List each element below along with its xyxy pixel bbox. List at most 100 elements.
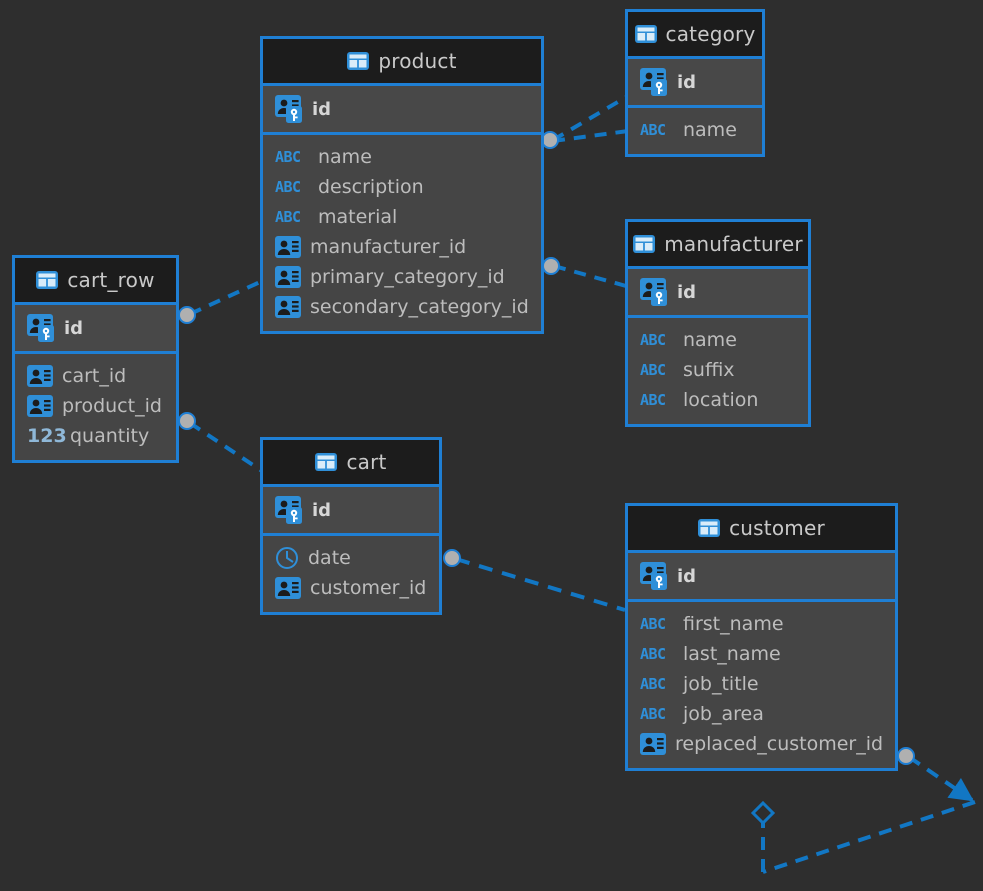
column-label: cart_id	[62, 365, 127, 387]
primary-key-section: id	[628, 553, 895, 602]
table-node-cart[interactable]: cart id dat	[260, 437, 442, 615]
primary-key-icon	[640, 278, 667, 306]
column-label: last_name	[683, 643, 781, 665]
table-title: product	[378, 49, 457, 73]
column-row-job_area[interactable]: ABC job_area	[628, 699, 895, 729]
edge-product-category-primary	[551, 94, 630, 142]
edge-product-category-secondary	[552, 129, 629, 143]
column-row-quantity[interactable]: 123 quantity	[15, 421, 176, 451]
table-title: category	[665, 22, 756, 46]
diamond-marker-customer-self	[750, 800, 776, 826]
column-row-last_name[interactable]: ABC last_name	[628, 639, 895, 669]
abc-icon: ABC	[640, 361, 666, 379]
column-row-id[interactable]: id	[15, 313, 176, 343]
column-row-name[interactable]: ABC name	[263, 142, 541, 172]
foreign-key-icon	[275, 266, 301, 288]
column-label: job_title	[683, 673, 759, 695]
table-icon	[36, 271, 59, 289]
foreign-key-icon	[27, 365, 53, 387]
column-row-location[interactable]: ABC location	[628, 385, 808, 415]
column-row-date[interactable]: date	[263, 543, 439, 573]
anchor-customer-right[interactable]	[897, 747, 915, 765]
abc-icon: ABC	[640, 705, 666, 723]
column-row-material[interactable]: ABC material	[263, 202, 541, 232]
edge-product-manufacturer	[553, 264, 627, 288]
primary-key-icon	[640, 68, 667, 96]
column-label: location	[683, 389, 759, 411]
table-header-customer[interactable]: customer	[628, 506, 895, 553]
column-row-manufacturer_id[interactable]: manufacturer_id	[263, 232, 541, 262]
table-icon	[634, 25, 657, 43]
column-row-id[interactable]: id	[628, 277, 808, 307]
primary-key-icon	[275, 496, 302, 524]
column-label: id	[677, 565, 697, 587]
column-row-id[interactable]: id	[263, 94, 541, 124]
column-label: suffix	[683, 359, 735, 381]
table-header-cart_row[interactable]: cart_row	[15, 258, 176, 305]
column-row-description[interactable]: ABC description	[263, 172, 541, 202]
foreign-key-icon	[275, 577, 301, 599]
column-row-suffix[interactable]: ABC suffix	[628, 355, 808, 385]
column-row-secondary_category_id[interactable]: secondary_category_id	[263, 292, 541, 322]
clock-icon	[276, 547, 298, 569]
primary-key-icon	[640, 562, 667, 590]
abc-icon: ABC	[640, 675, 666, 693]
anchor-cartrow-right-bottom[interactable]	[178, 412, 196, 430]
abc-icon: ABC	[640, 391, 666, 409]
columns-section: ABC first_name ABC last_name ABC job_tit…	[628, 602, 895, 768]
edge-customer-self-return	[762, 800, 976, 874]
column-label: id	[677, 71, 697, 93]
anchor-cartrow-right-top[interactable]	[178, 306, 196, 324]
column-label: name	[318, 146, 372, 168]
column-label: material	[318, 206, 398, 228]
column-row-first_name[interactable]: ABC first_name	[628, 609, 895, 639]
column-row-replaced_customer_id[interactable]: replaced_customer_id	[628, 729, 895, 759]
table-node-category[interactable]: category id ABC name	[625, 9, 765, 157]
column-row-name[interactable]: ABC name	[628, 325, 808, 355]
column-label: id	[64, 317, 84, 339]
primary-key-icon	[27, 314, 54, 342]
number-icon: 123	[27, 425, 67, 447]
anchor-product-right-mid[interactable]	[542, 257, 560, 275]
anchor-cart-right[interactable]	[443, 549, 461, 567]
table-node-product[interactable]: product id ABC name	[260, 36, 544, 334]
table-title: cart	[346, 450, 387, 474]
columns-section: ABC name ABC description ABC material	[263, 135, 541, 331]
primary-key-section: id	[628, 59, 762, 108]
primary-key-section: id	[263, 487, 439, 536]
table-header-cart[interactable]: cart	[263, 440, 439, 487]
column-row-product_id[interactable]: product_id	[15, 391, 176, 421]
column-row-name[interactable]: ABC name	[628, 115, 762, 145]
table-header-product[interactable]: product	[263, 39, 541, 86]
table-header-manufacturer[interactable]: manufacturer	[628, 222, 808, 269]
column-label: name	[683, 329, 737, 351]
column-row-primary_category_id[interactable]: primary_category_id	[263, 262, 541, 292]
abc-icon: ABC	[640, 121, 666, 139]
foreign-key-icon	[275, 236, 301, 258]
column-row-id[interactable]: id	[628, 67, 762, 97]
table-node-manufacturer[interactable]: manufacturer id ABC name	[625, 219, 811, 427]
column-row-cart_id[interactable]: cart_id	[15, 361, 176, 391]
edge-cartrow-cart	[188, 421, 264, 473]
table-icon	[633, 235, 656, 253]
column-label: customer_id	[310, 577, 427, 599]
column-label: id	[312, 98, 332, 120]
column-row-id[interactable]: id	[628, 561, 895, 591]
column-label: manufacturer_id	[310, 236, 467, 258]
table-node-cart_row[interactable]: cart_row id	[12, 255, 179, 463]
column-row-id[interactable]: id	[263, 495, 439, 525]
column-row-job_title[interactable]: ABC job_title	[628, 669, 895, 699]
table-title: customer	[729, 516, 825, 540]
table-header-category[interactable]: category	[628, 12, 762, 59]
column-label: secondary_category_id	[310, 296, 529, 318]
column-row-customer_id[interactable]: customer_id	[263, 573, 439, 603]
columns-section: ABC name	[628, 108, 762, 154]
column-label: primary_category_id	[310, 266, 505, 288]
abc-icon: ABC	[275, 148, 301, 166]
edge-cartrow-product	[189, 280, 261, 316]
column-label: id	[312, 499, 332, 521]
primary-key-section: id	[15, 305, 176, 354]
column-label: date	[308, 547, 351, 569]
anchor-product-right-top[interactable]	[541, 131, 559, 149]
table-node-customer[interactable]: customer id ABC first_name	[625, 503, 898, 771]
